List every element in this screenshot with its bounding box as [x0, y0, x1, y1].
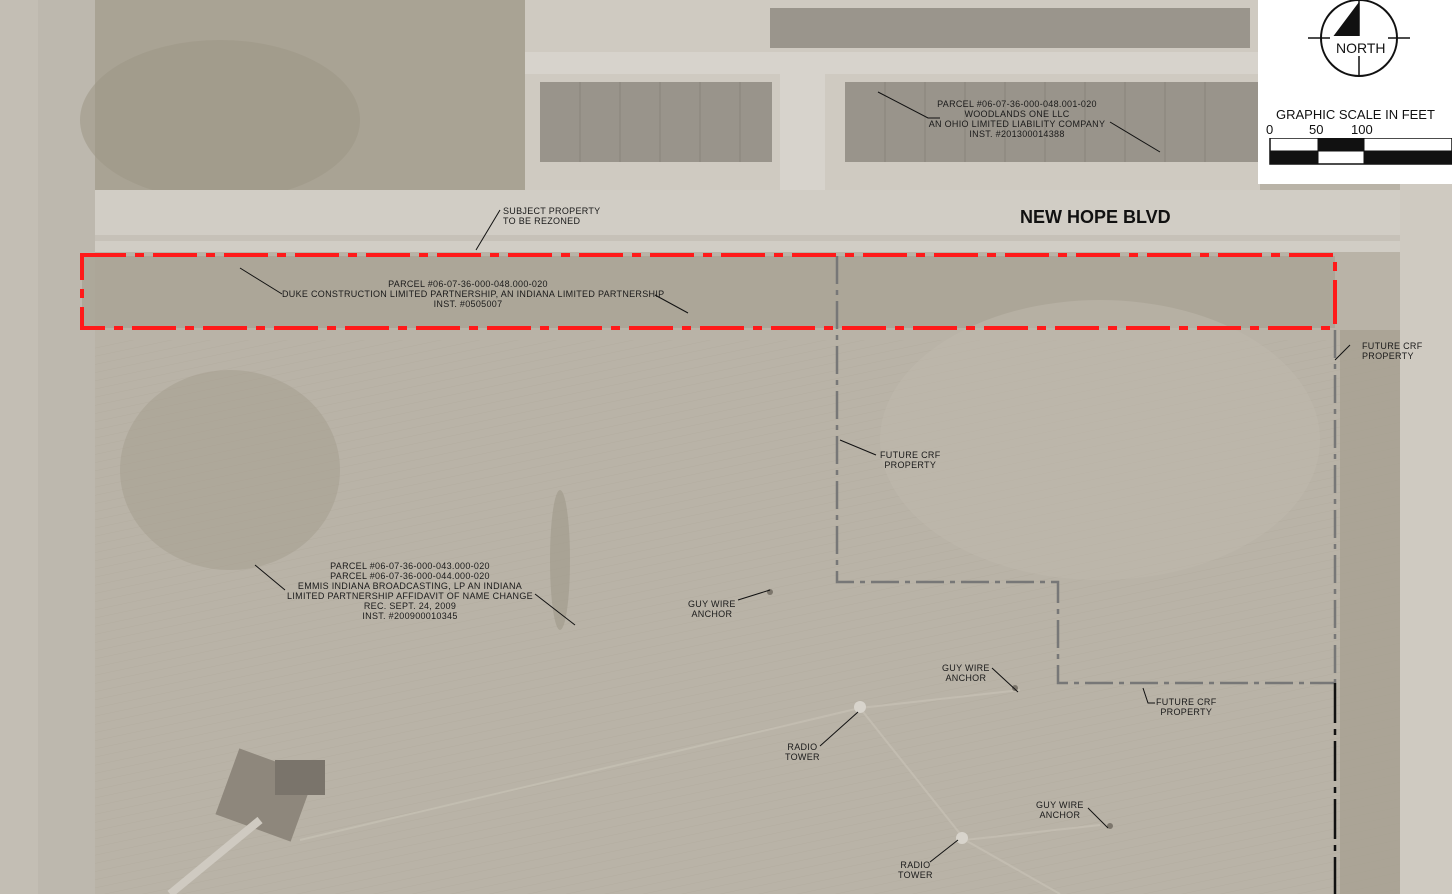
- parcel-043-044-label: PARCEL #06-07-36-000-043.000-020 PARCEL …: [287, 561, 533, 621]
- scale-tick-100: 100: [1351, 122, 1373, 137]
- buildings: [540, 8, 1260, 162]
- radio-tower-label-2: RADIO TOWER: [898, 860, 933, 880]
- future-crf-label-south: FUTURE CRF PROPERTY: [1156, 697, 1217, 717]
- north-arrow-icon: [1308, 0, 1410, 77]
- scale-tick-0: 0: [1266, 122, 1274, 137]
- guy-wire-anchor-label-3: GUY WIRE ANCHOR: [1036, 800, 1084, 820]
- future-crf-label-east: FUTURE CRF PROPERTY: [1362, 341, 1423, 361]
- future-crf-label-center: FUTURE CRF PROPERTY: [880, 450, 941, 470]
- graphic-scale-title: GRAPHIC SCALE IN FEET: [1276, 107, 1435, 122]
- radio-tower-label-1: RADIO TOWER: [785, 742, 820, 762]
- guy-wire-anchor-label-1: GUY WIRE ANCHOR: [688, 599, 736, 619]
- map-legend: NORTH GRAPHIC SCALE IN FEET 0 50 100: [1258, 0, 1452, 184]
- road-name-new-hope-blvd: NEW HOPE BLVD: [1020, 207, 1171, 227]
- subject-property-label: SUBJECT PROPERTY TO BE REZONED: [503, 206, 601, 226]
- parcel-048-001-label: PARCEL #06-07-36-000-048.001-020 WOODLAN…: [928, 99, 1106, 139]
- north-label: NORTH: [1336, 40, 1386, 56]
- scale-tick-50: 50: [1309, 122, 1324, 137]
- guy-wire-anchor-label-2: GUY WIRE ANCHOR: [942, 663, 990, 683]
- future-crf-boundary: [835, 256, 1337, 685]
- parcel-048-000-label: PARCEL #06-07-36-000-048.000-020 DUKE CO…: [282, 279, 665, 309]
- new-hope-blvd-road: [95, 190, 1452, 252]
- subject-property-boundary: [80, 253, 1337, 330]
- graphic-scale-bar: [1269, 138, 1452, 165]
